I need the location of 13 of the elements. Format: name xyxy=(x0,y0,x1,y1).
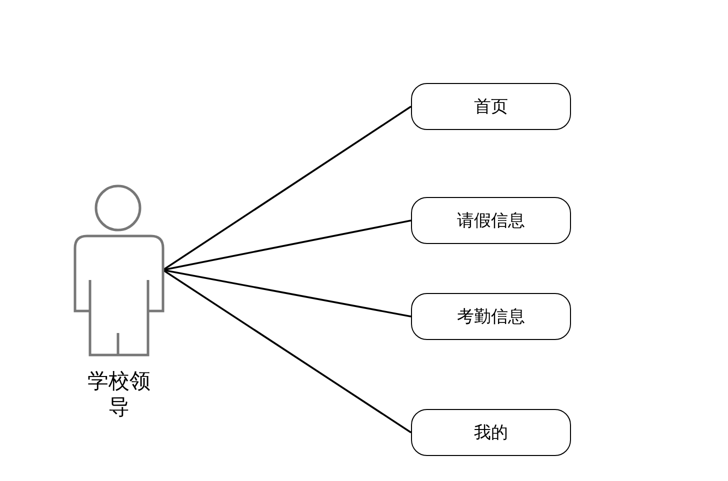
actor-label: 学校领导 xyxy=(86,368,152,420)
use-case-box xyxy=(411,197,571,244)
connector-line xyxy=(162,269,412,434)
connector-line xyxy=(162,269,412,318)
use-case-label: 首页 xyxy=(474,96,508,118)
connector-line xyxy=(162,220,412,271)
use-case-label: 请假信息 xyxy=(457,210,525,232)
use-case-label: 我的 xyxy=(474,422,508,444)
use-case-box xyxy=(411,293,571,340)
use-case-box xyxy=(411,409,571,456)
connector-line xyxy=(162,106,412,271)
use-case-box xyxy=(411,83,571,130)
use-case-label: 考勤信息 xyxy=(457,306,525,328)
